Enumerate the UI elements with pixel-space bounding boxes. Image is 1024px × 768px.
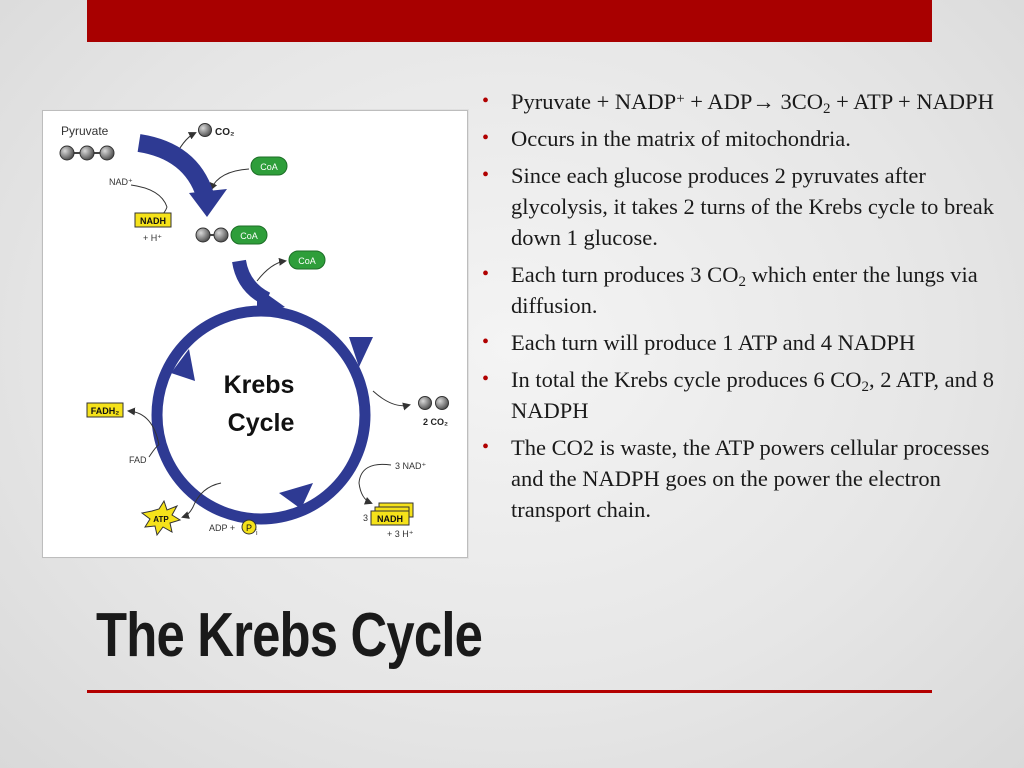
fadh2-arrow: [127, 407, 160, 446]
bullet-item-3: Since each glucose produces 2 pyruvates …: [478, 160, 998, 253]
co2-out-arrow: [372, 390, 411, 411]
cycle-label-line2: Cycle: [228, 409, 295, 437]
pyruvate-molecule-icon: [59, 145, 115, 161]
acetyl-coa-molecule-icon: [195, 225, 268, 245]
nadh-label: NADH: [140, 216, 166, 226]
cycle-arrowhead-left: [171, 349, 195, 381]
phosphate-label: P: [246, 523, 252, 533]
adp-plus-label: ADP +: [209, 523, 235, 533]
coa-pill-released: [288, 250, 326, 270]
co2-molecule-icon: [198, 123, 212, 137]
pyruvate-to-acetyl-arrow: [137, 134, 214, 199]
coa-input-arrow: [209, 168, 250, 191]
coa-release-arrow: [256, 257, 287, 282]
atp-label: ATP: [153, 515, 169, 524]
co2-right-icon-2: [435, 396, 449, 410]
three-count-label: 3: [363, 513, 368, 523]
top-accent-bar: [87, 0, 932, 42]
bullet-list: Pyruvate + NADP+ + ADP→ 3CO2 + ATP + NAD…: [478, 86, 998, 531]
pyruvate-label: Pyruvate: [61, 124, 109, 138]
co2-right-icon-1: [418, 396, 432, 410]
bullet-item-1: Pyruvate + NADP+ + ADP→ 3CO2 + ATP + NAD…: [478, 86, 998, 117]
nadh-box: [134, 212, 172, 228]
coa-pill-top: [250, 156, 288, 176]
krebs-cycle-diagram: Pyruvate CO₂ CoA NAD⁺ NADH + H⁺: [42, 110, 468, 558]
three-h-plus-label: + 3 H⁺: [387, 529, 414, 539]
krebs-cycle-ring: [151, 305, 371, 525]
cycle-arrowhead-bottom: [279, 483, 313, 509]
atp-star-icon: [140, 499, 182, 537]
diagram-svg: Pyruvate CO₂ CoA NAD⁺ NADH + H⁺: [59, 123, 449, 539]
bullet-item-7: The CO2 is waste, the ATP powers cellula…: [478, 432, 998, 525]
bullet-item-5: Each turn will produce 1 ATP and 4 NADPH: [478, 327, 998, 358]
slide-title: The Krebs Cycle: [96, 601, 483, 670]
fadh2-label: FADH₂: [91, 406, 120, 416]
three-nad-plus-label: 3 NAD⁺: [395, 461, 427, 471]
acetyl-coa-label: CoA: [240, 231, 258, 241]
two-co2-label: 2 CO₂: [423, 417, 448, 427]
cycle-arrowhead-right: [349, 337, 373, 367]
bullet-item-6: In total the Krebs cycle produces 6 CO2,…: [478, 364, 998, 426]
nad-reduction-arrow: [358, 463, 392, 505]
nadh-stack-box-1: [370, 510, 410, 526]
bullet-item-4: Each turn produces 3 CO2 which enter the…: [478, 259, 998, 321]
nad-arrow: [130, 184, 168, 208]
coa-label-top: CoA: [260, 162, 278, 172]
bullet-item-2: Occurs in the matrix of mitochondria.: [478, 123, 998, 154]
cycle-label-line1: Krebs: [224, 371, 295, 399]
fad-arrow: [148, 444, 160, 458]
nadh-stack-label: NADH: [377, 514, 403, 524]
pyruvate-arrowhead: [189, 189, 227, 217]
phosphate-sub-label: i: [256, 530, 258, 537]
fad-label: FAD: [129, 455, 147, 465]
coa-label-released: CoA: [298, 256, 316, 266]
title-underline: [87, 690, 932, 693]
fadh2-box: [86, 402, 124, 418]
co2-label-top: CO₂: [215, 127, 234, 138]
h-plus-label: + H⁺: [143, 233, 162, 243]
nad-plus-label: NAD⁺: [109, 177, 133, 187]
phosphate-icon: [241, 519, 257, 535]
atp-arrow: [181, 482, 222, 519]
